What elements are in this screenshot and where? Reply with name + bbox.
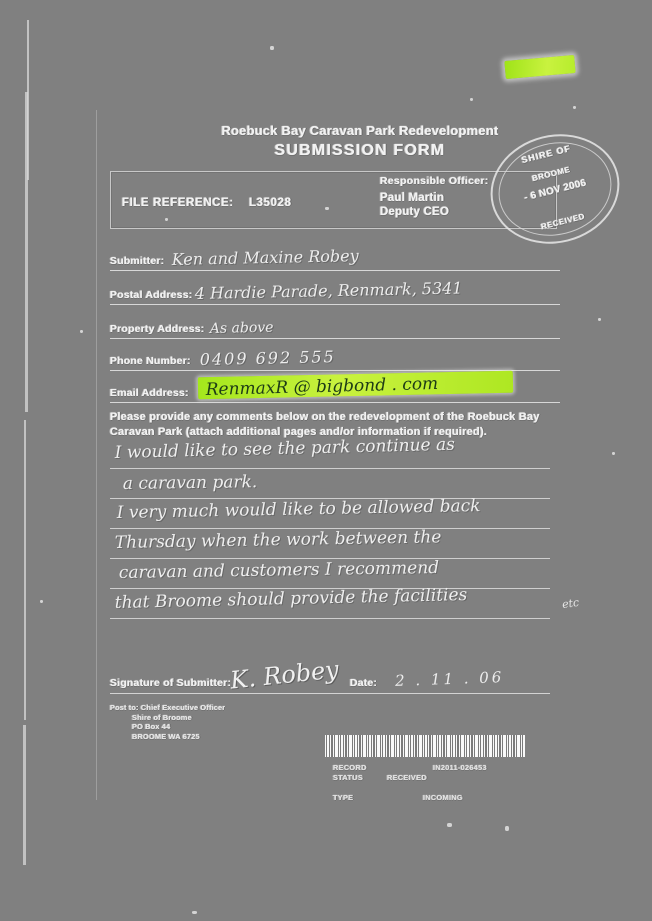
form-field-rule (110, 402, 560, 403)
scan-speckle (612, 452, 615, 455)
scan-speckle (192, 911, 197, 914)
instructions-text: Please provide any comments below on the… (110, 411, 540, 438)
form-sheet: Roebuck Bay Caravan Park Redevelopment S… (95, 105, 632, 807)
signature-label: Signature of Submitter: (110, 677, 232, 689)
file-reference-label: FILE REFERENCE: (122, 197, 234, 209)
form-field-value: 0409 692 555 (199, 347, 336, 369)
file-reference: FILE REFERENCE: L35028 (122, 197, 292, 209)
form-field-rule (110, 370, 560, 371)
comment-handwriting-line: I very much would like to be allowed bac… (116, 496, 481, 523)
comment-rule (110, 468, 550, 469)
scan-speckle (270, 46, 274, 50)
form-field-label: Email Address: (110, 387, 189, 399)
return-address-line: Shire of Broome (132, 712, 192, 722)
scan-edge-artifact (27, 20, 29, 180)
return-address-line: Post to: Chief Executive Officer (110, 703, 226, 712)
scan-edge-artifact (24, 420, 26, 720)
scan-speckle (573, 106, 576, 109)
scan-edge-artifact (25, 92, 28, 412)
scan-speckle (470, 98, 473, 101)
form-field-email-address[interactable]: Email Address: RenmaxR @ bigbond . com (110, 370, 560, 403)
comment-handwriting-line: that Broome should provide the facilitie… (114, 585, 468, 613)
form-field-label: Submitter: (110, 255, 165, 267)
barcode-type-label: TYPE (333, 793, 354, 802)
comment-rule (110, 588, 550, 589)
scan-speckle (505, 826, 509, 831)
date-label: Date: (350, 677, 378, 689)
comment-rule (110, 498, 550, 499)
scan-edge-artifact (96, 110, 97, 800)
form-field-value: Ken and Maxine Robey (171, 246, 359, 269)
form-field-submitter[interactable]: Submitter: Ken and Maxine Robey (110, 246, 560, 271)
form-field-label: Property Address: (110, 323, 205, 335)
barcode-image (325, 735, 525, 757)
barcode-status-value: RECEIVED (387, 773, 427, 782)
scan-speckle (598, 318, 601, 321)
form-field-phone-number[interactable]: Phone Number: 0409 692 555 (110, 347, 560, 371)
return-address-block: Post to: Chief Executive Officer Shire o… (110, 703, 225, 741)
return-address-line: PO Box 44 (132, 722, 171, 731)
scan-speckle (325, 207, 329, 210)
form-field-value: As above (209, 319, 274, 337)
date-handwriting: 2 . 11 . 06 (394, 668, 505, 690)
highlighter-mark-top (504, 54, 576, 80)
comment-rule (110, 618, 550, 619)
barcode-record-value: IN2011-026453 (433, 763, 487, 772)
scan-speckle (40, 600, 43, 603)
scan-edge-artifact (23, 725, 26, 865)
form-field-rule (110, 304, 560, 305)
reference-box (110, 171, 557, 229)
comment-handwriting-line: a caravan park. (122, 472, 258, 494)
responsible-officer-label: Responsible Officer: (380, 175, 489, 187)
form-field-rule (110, 270, 560, 271)
page-title: Roebuck Bay Caravan Park Redevelopment (221, 123, 499, 138)
barcode-record-label: RECORD (333, 763, 367, 772)
barcode-metadata: RECORD STATUS TYPE IN2011-026453 RECEIVE… (325, 763, 545, 807)
scan-speckle (80, 330, 83, 333)
signature-rule (110, 693, 550, 694)
comment-rule (110, 528, 550, 529)
scan-speckle (447, 823, 452, 827)
form-field-rule (110, 338, 560, 339)
file-reference-value: L35028 (249, 197, 292, 209)
return-address-line: BROOME WA 6725 (132, 731, 200, 741)
comment-handwriting-line: caravan and customers I recommend (118, 557, 440, 583)
margin-note: etc (561, 595, 580, 612)
form-field-value: 4 Hardie Parade, Renmark, 5341 (194, 278, 463, 303)
form-field-label: Phone Number: (110, 355, 191, 367)
barcode-type-value: INCOMING (423, 793, 463, 802)
barcode-status-label: STATUS (333, 773, 364, 782)
signature-handwriting: K. Robey (228, 655, 341, 695)
comment-handwriting-line: Thursday when the work between the (114, 527, 442, 553)
form-field-postal-address[interactable]: Postal Address: 4 Hardie Parade, Renmark… (110, 278, 560, 305)
responsible-officer-name: Paul Martin (380, 192, 445, 204)
responsible-officer-role: Deputy CEO (380, 206, 450, 218)
page-subtitle: SUBMISSION FORM (274, 142, 446, 159)
form-field-label: Postal Address: (110, 289, 193, 301)
scan-speckle (165, 218, 168, 221)
comment-rule (110, 558, 550, 559)
records-barcode-block: RECORD STATUS TYPE IN2011-026453 RECEIVE… (325, 735, 545, 807)
form-field-property-address[interactable]: Property Address: As above (110, 315, 560, 339)
